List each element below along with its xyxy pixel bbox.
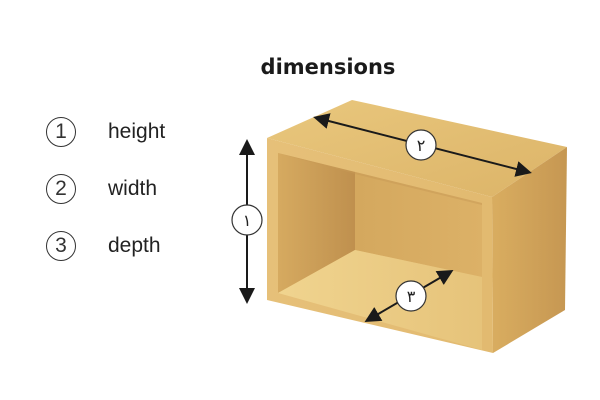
width-marker-label: ٢: [417, 136, 426, 155]
diagram-title: dimensions: [260, 55, 396, 79]
legend-label: width: [108, 177, 158, 200]
legend-number: 3: [46, 231, 76, 261]
legend-number: 2: [46, 174, 76, 204]
legend-item-width: 2 width: [46, 172, 157, 206]
legend-number: 1: [46, 117, 76, 147]
depth-marker-label: ٣: [407, 287, 416, 306]
box-inner-back-wall: [355, 172, 482, 277]
legend-label: height: [108, 120, 166, 143]
width-marker: ٢: [405, 129, 437, 161]
height-marker-label: ١: [243, 211, 252, 230]
legend-label: depth: [108, 234, 161, 257]
legend-item-depth: 3 depth: [46, 229, 161, 263]
depth-marker: ٣: [395, 280, 427, 312]
height-marker: ١: [231, 204, 263, 236]
box-right-face: [492, 147, 567, 353]
box-inner-left-wall: [278, 153, 355, 293]
legend-item-height: 1 height: [46, 115, 165, 149]
